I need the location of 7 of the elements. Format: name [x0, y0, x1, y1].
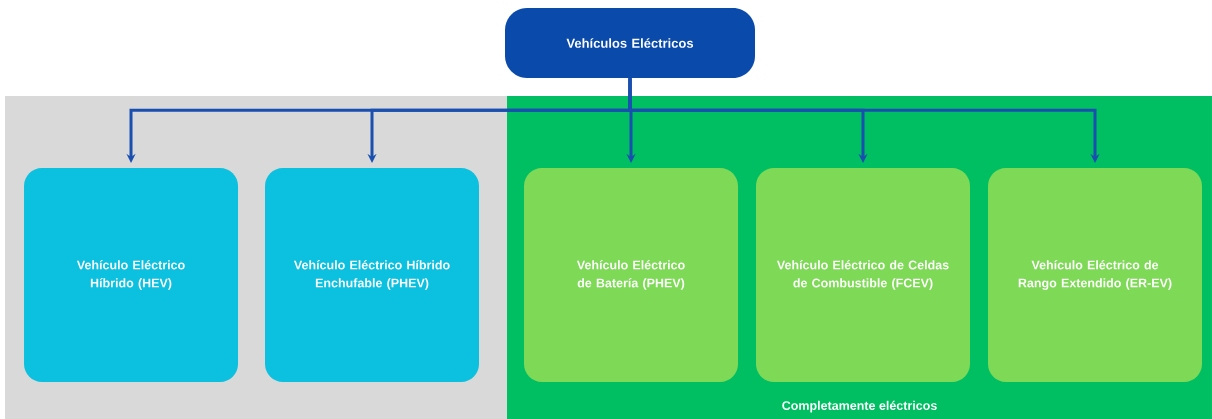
title-box: Vehículos Eléctricos: [505, 8, 755, 78]
category-box: Vehículo Eléctrico Híbrido Enchufable (PHEV): [265, 168, 479, 382]
category-box: Vehículo Eléctrico de Batería (PHEV): [524, 168, 738, 382]
category-box: Vehículo Eléctrico Híbrido (HEV): [24, 168, 238, 382]
category-box: Vehículo Eléctrico de Celdas de Combustible (FCEV): [756, 168, 970, 382]
category-box: Vehículo Eléctrico de Rango Extendido (ER-EV): [988, 168, 1202, 382]
arrow: [628, 78, 1100, 163]
